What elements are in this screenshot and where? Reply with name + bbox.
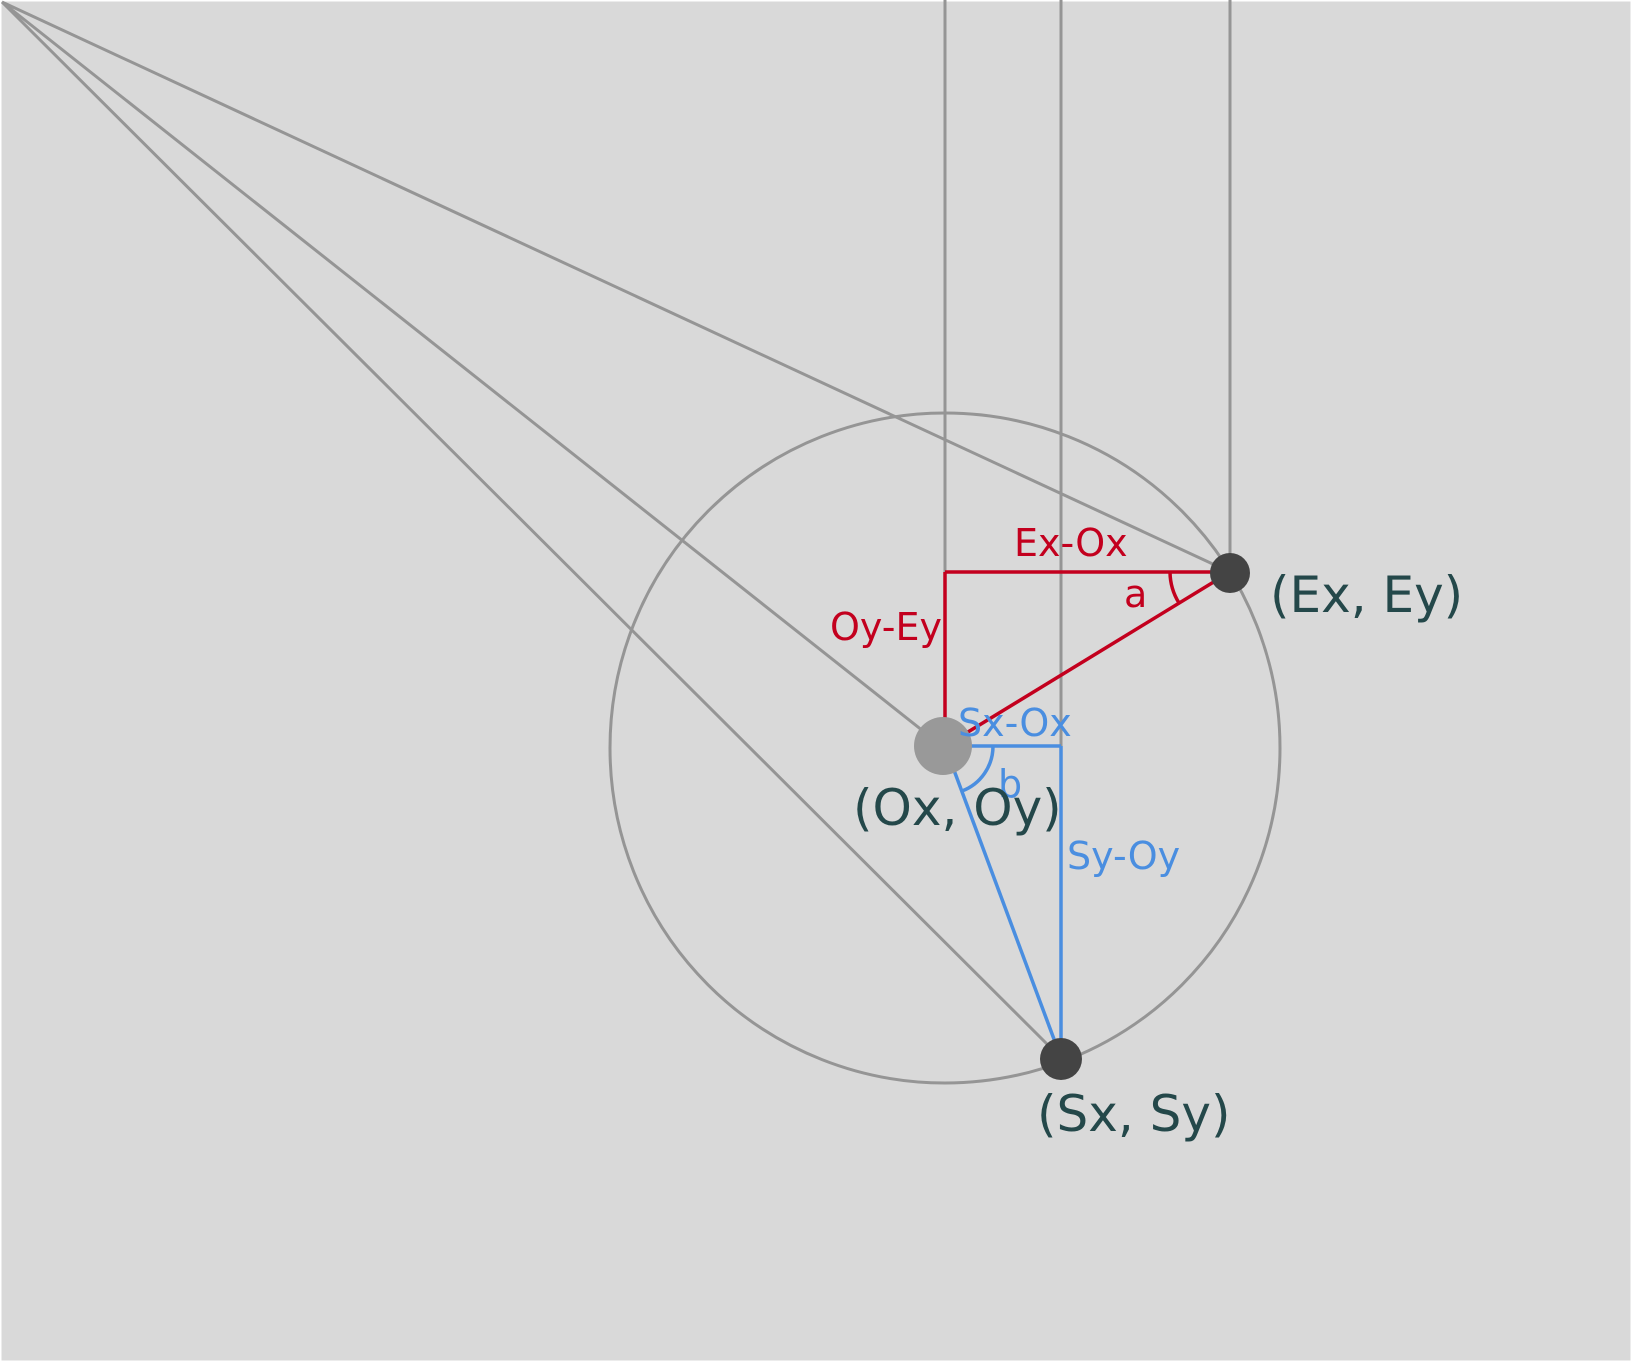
orbit-circle [608, 411, 1282, 1085]
label-sy-oy: Sy-Oy [1067, 834, 1180, 878]
label-point-s: (Sx, Sy) [1037, 1085, 1230, 1143]
point-o-dot [914, 717, 972, 775]
red-hypotenuse [944, 570, 1231, 748]
point-s-dot [1040, 1038, 1082, 1080]
construction-lines [0, 0, 1282, 1085]
point-e-dot [1210, 553, 1250, 593]
label-ex-ox: Ex-Ox [1014, 521, 1128, 565]
label-sx-ox: Sx-Ox [958, 701, 1072, 745]
blue-hypotenuse [943, 745, 1063, 1059]
angle-a-arc [1168, 571, 1181, 604]
label-oy-ey: Oy-Ey [830, 605, 942, 649]
red-triangle [943, 570, 1231, 748]
ray-to-o [1, 0, 943, 748]
label-angle-b: b [998, 762, 1022, 806]
ray-to-e [1, 0, 1231, 574]
blue-triangle [943, 744, 1063, 1059]
angle-b-arc [961, 745, 995, 793]
ray-to-s [0, 0, 1063, 1060]
label-point-o: (Ox, Oy) [853, 779, 1062, 837]
label-angle-a: a [1124, 572, 1147, 616]
label-point-e: (Ex, Ey) [1270, 566, 1463, 624]
